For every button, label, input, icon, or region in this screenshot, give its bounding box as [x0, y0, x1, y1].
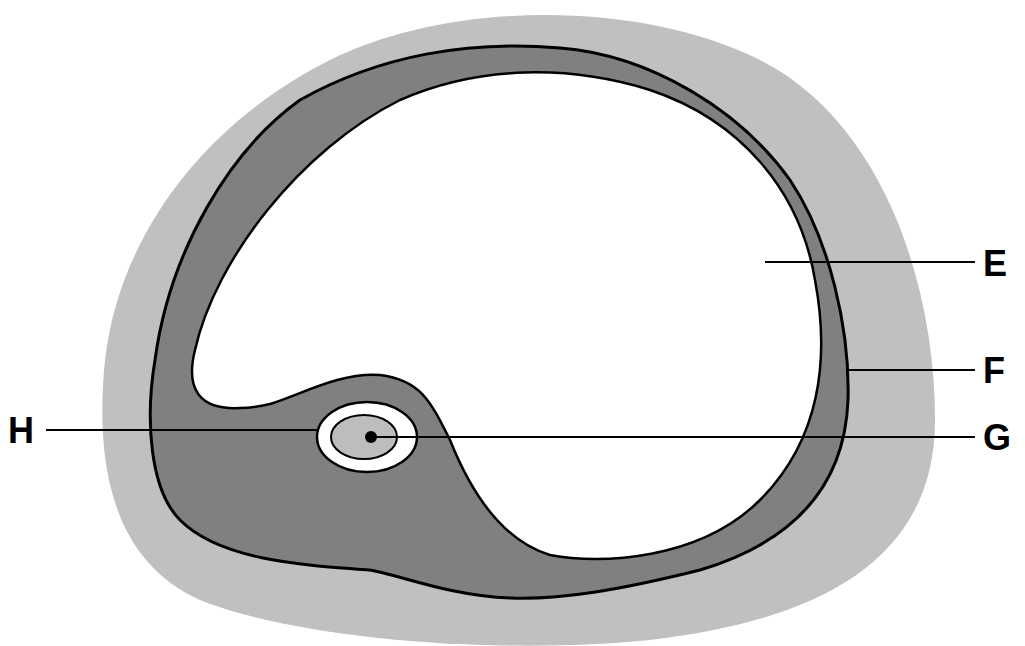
callout-letter: F: [983, 353, 1005, 389]
compact-ring: [150, 46, 848, 598]
leader-line: [846, 369, 975, 371]
outer-tissue: [102, 15, 935, 646]
callout-letter: H: [8, 413, 34, 449]
callout-letter: G: [983, 420, 1011, 456]
cavity: [192, 72, 821, 559]
callout-letter: E: [983, 246, 1007, 282]
leader-line: [46, 429, 318, 431]
leader-line: [765, 261, 975, 263]
leader-line: [372, 436, 975, 438]
